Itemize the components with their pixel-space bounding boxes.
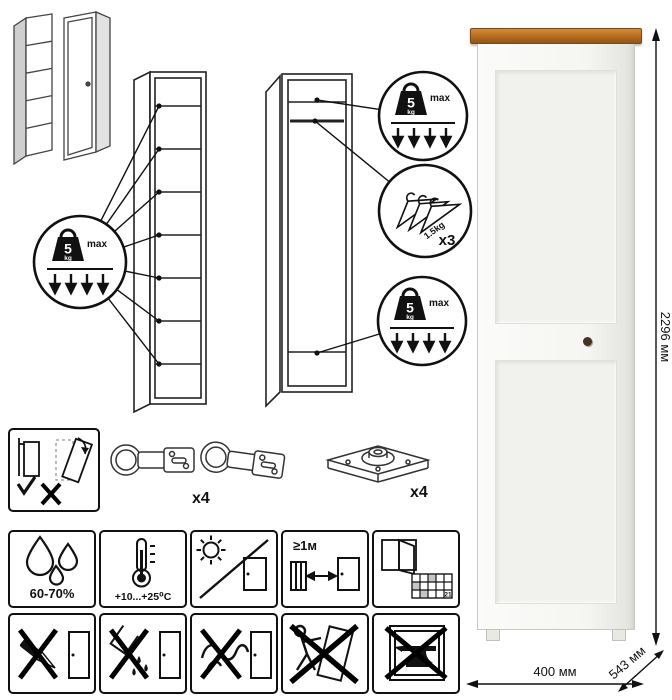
cabinet-icon [159, 630, 181, 679]
hinge-icon [200, 441, 286, 479]
depth-dimension: 543 мм [606, 643, 664, 692]
depth-value: 543 мм [606, 643, 649, 682]
hinge-count: x4 [192, 490, 210, 507]
wardrobe-product-photo [470, 28, 642, 642]
thermometer-icon [132, 538, 155, 588]
weight-icon: 5 kg [52, 228, 84, 262]
no-liquids [99, 613, 187, 694]
cabinet-icon [68, 630, 90, 679]
no-heavy-load [372, 613, 460, 694]
tipping-cabinet-icon [55, 437, 94, 484]
shelf-callout-lines [79, 105, 160, 365]
hanger-weight-label: 1.5kg [422, 220, 446, 242]
cabinet-icon [337, 557, 360, 591]
svg-text:5: 5 [407, 95, 415, 111]
prohibition-x-icon [18, 628, 58, 679]
humidity-requirement: 60-70% [8, 530, 96, 608]
leg-hardware: x4 [314, 422, 446, 512]
distance-arrow-icon [304, 570, 339, 582]
temperature-requirement: +10...+25⁰C [99, 530, 187, 608]
wardrobe-top-panel [470, 28, 642, 44]
wardrobe-callout-lines [314, 99, 426, 354]
check-mark-icon [16, 476, 37, 496]
heat-distance-requirement: ≥1м [281, 530, 369, 608]
wardrobe-leg-right [612, 629, 626, 641]
down-arrows-icon [48, 274, 110, 296]
thumbnail-open-cabinet-icon [13, 13, 53, 166]
door-upper-panel [495, 70, 617, 324]
no-abrasive-cleaning [190, 613, 278, 694]
anti-tip-warning [8, 428, 100, 512]
thumbnail-closed-cabinet-icon [63, 11, 111, 161]
humidity-value: 60-70% [30, 586, 75, 601]
cabinet-icon [243, 557, 267, 591]
hanger-load-badge: 1.5kg x3 [377, 163, 473, 259]
prohibition-slash-icon [199, 539, 269, 599]
window-icon [381, 538, 417, 576]
prohibition-x-icon [109, 628, 149, 679]
width-dimension: 400 мм [466, 664, 644, 688]
water-drops-icon [25, 535, 79, 586]
hanger-count-label: x3 [439, 232, 456, 249]
no-direct-sunlight [190, 530, 278, 608]
leg-count: x4 [410, 484, 428, 501]
weight-icon: 5 kg [394, 287, 426, 321]
wardrobe-body [477, 44, 635, 641]
max-load-badge-shelves: 5 kg max [32, 214, 128, 310]
shelf-callout-dots [156, 103, 162, 367]
hinge-icon [110, 444, 195, 476]
max-load-badge-bottom: 5 kg max [376, 275, 468, 367]
door-knob [583, 337, 592, 346]
svg-text:kg: kg [64, 255, 72, 262]
no-sharp-tools [8, 613, 96, 694]
svg-text:kg: kg [406, 314, 414, 321]
prohibition-x-icon [200, 627, 242, 680]
cabinet-icon [389, 624, 445, 681]
calendar-day-value: 21 [444, 592, 452, 599]
svg-text:max: max [87, 239, 107, 250]
sun-icon [196, 535, 226, 565]
wardrobe-leg-left [486, 629, 500, 641]
cabinet-icon [250, 630, 272, 679]
width-value: 400 мм [533, 664, 576, 679]
weight-icon: 5 kg [395, 82, 427, 116]
temperature-value: +10...+25⁰C [115, 591, 172, 603]
prohibition-x-icon [384, 625, 448, 680]
svg-text:max: max [430, 93, 450, 104]
door-lower-panel [495, 360, 617, 604]
svg-text:kg: kg [407, 109, 415, 116]
radiator-icon [290, 561, 307, 591]
ventilation-assembly-info: 21 [372, 530, 460, 608]
hinge-hardware: x4 [100, 426, 295, 514]
height-dimension: 2296 мм [652, 28, 672, 646]
wardrobe-callout-dots [312, 97, 320, 356]
calendar-grid-icon: 21 [411, 573, 453, 599]
no-dragging [281, 613, 369, 694]
secured-cabinet-icon [18, 438, 40, 477]
svg-text:5: 5 [406, 300, 414, 316]
distance-value: ≥1м [293, 538, 317, 553]
shelf-cabinet-diagram [133, 70, 207, 414]
leg-icon [325, 445, 431, 483]
hangers-icon: 1.5kg [395, 192, 463, 242]
svg-text:5: 5 [64, 241, 72, 257]
down-arrows-icon [390, 333, 452, 354]
prohibition-x-icon [40, 482, 62, 506]
height-value: 2296 мм [658, 312, 672, 362]
max-load-badge-top: 5 kg max [377, 70, 469, 162]
shelf-lines [155, 105, 201, 365]
down-arrows-icon [391, 128, 453, 149]
svg-text:max: max [429, 298, 449, 309]
open-wardrobe-diagram [265, 73, 353, 408]
prohibition-x-icon [289, 623, 359, 684]
